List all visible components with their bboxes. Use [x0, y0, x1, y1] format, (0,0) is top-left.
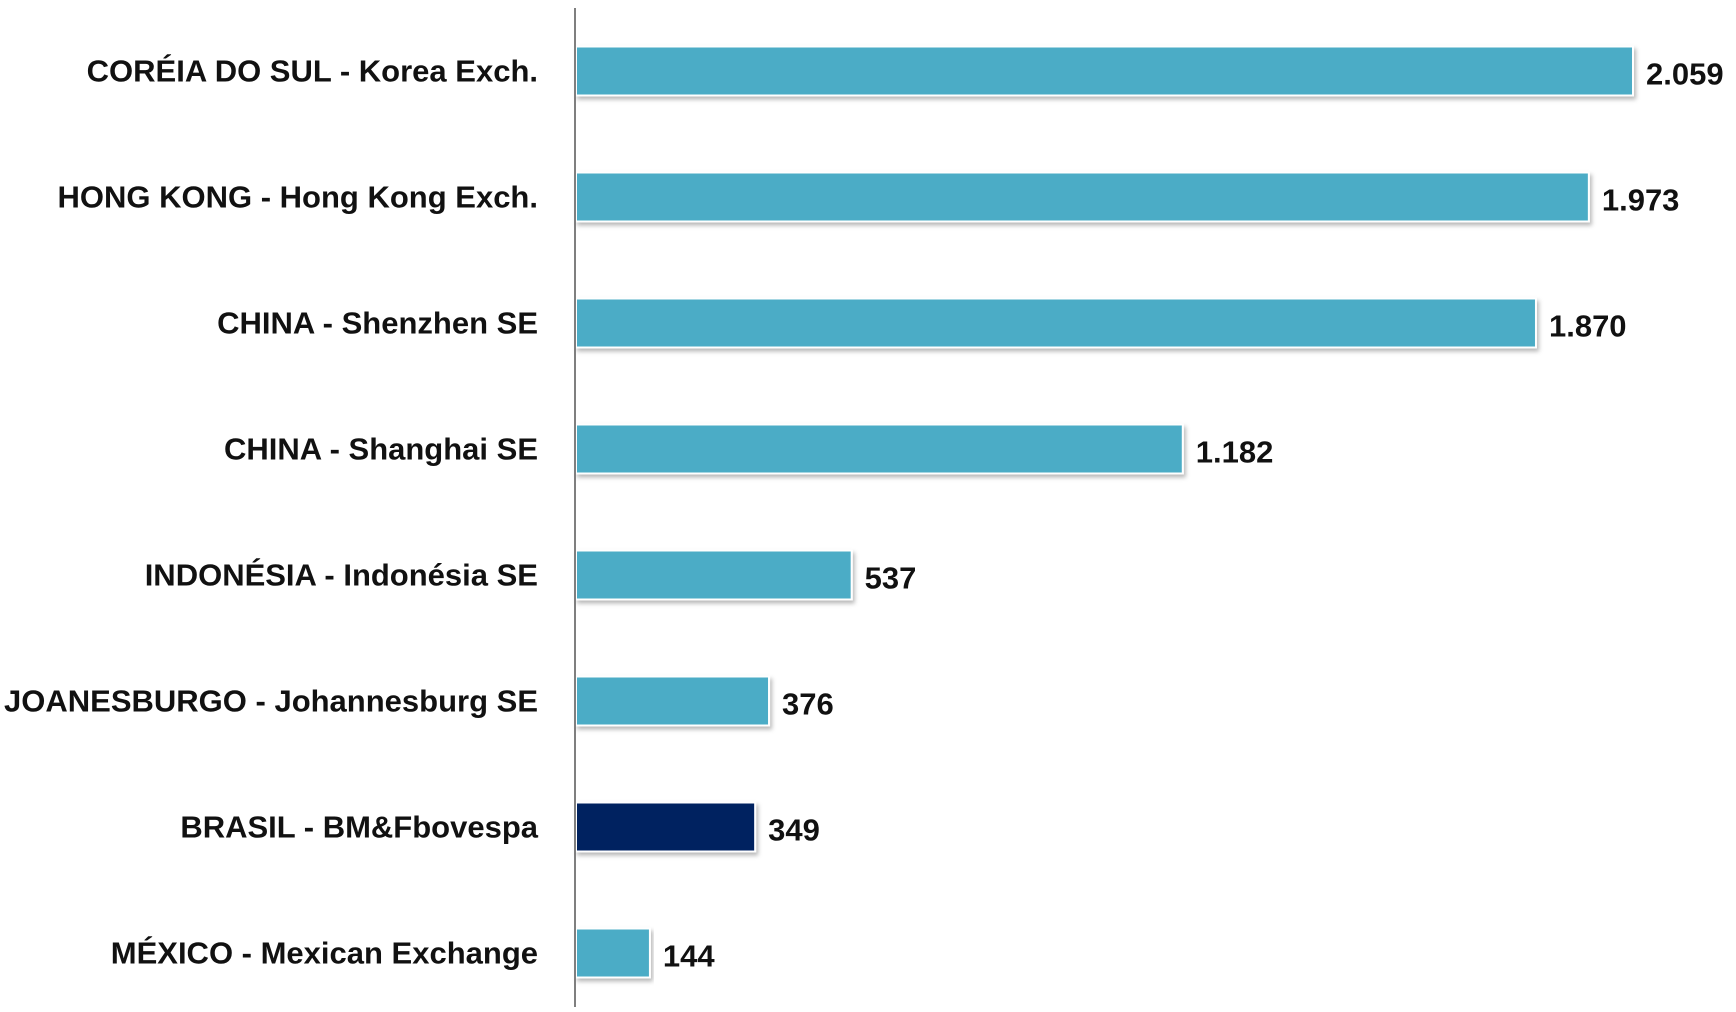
category-label-4: INDONÉSIA - Indonésia SE: [145, 558, 538, 593]
category-labels-layer: CORÉIA DO SUL - Korea Exch. HONG KONG - H…: [4, 54, 539, 971]
category-label-7: MÉXICO - Mexican Exchange: [111, 936, 538, 971]
bar-5: [575, 675, 771, 727]
value-label-2: 1.870: [1549, 309, 1627, 344]
bars-layer: [575, 45, 1634, 979]
value-label-6: 349: [768, 813, 820, 848]
category-label-0: CORÉIA DO SUL - Korea Exch.: [87, 54, 538, 89]
category-label-2: CHINA - Shenzhen SE: [217, 306, 538, 341]
bar-0: [575, 45, 1634, 97]
value-labels-layer: 2.059 1.973 1.870 1.182 537 376 349 144: [663, 57, 1724, 974]
category-label-5: JOANESBURGO - Johannesburg SE: [4, 684, 538, 719]
category-label-3: CHINA - Shanghai SE: [224, 432, 538, 467]
value-label-3: 1.182: [1196, 435, 1274, 470]
bar-6: [575, 801, 757, 853]
value-label-5: 376: [782, 687, 834, 722]
value-label-7: 144: [663, 939, 715, 974]
bar-3: [575, 423, 1184, 475]
category-label-1: HONG KONG - Hong Kong Exch.: [58, 180, 539, 215]
bar-1: [575, 171, 1590, 223]
value-label-4: 537: [865, 561, 917, 596]
category-label-6: BRASIL - BM&Fbovespa: [180, 810, 538, 845]
bar-2: [575, 297, 1537, 349]
value-label-0: 2.059: [1646, 57, 1724, 92]
bar-7: [575, 927, 651, 979]
value-label-1: 1.973: [1602, 183, 1680, 218]
bar-4: [575, 549, 853, 601]
